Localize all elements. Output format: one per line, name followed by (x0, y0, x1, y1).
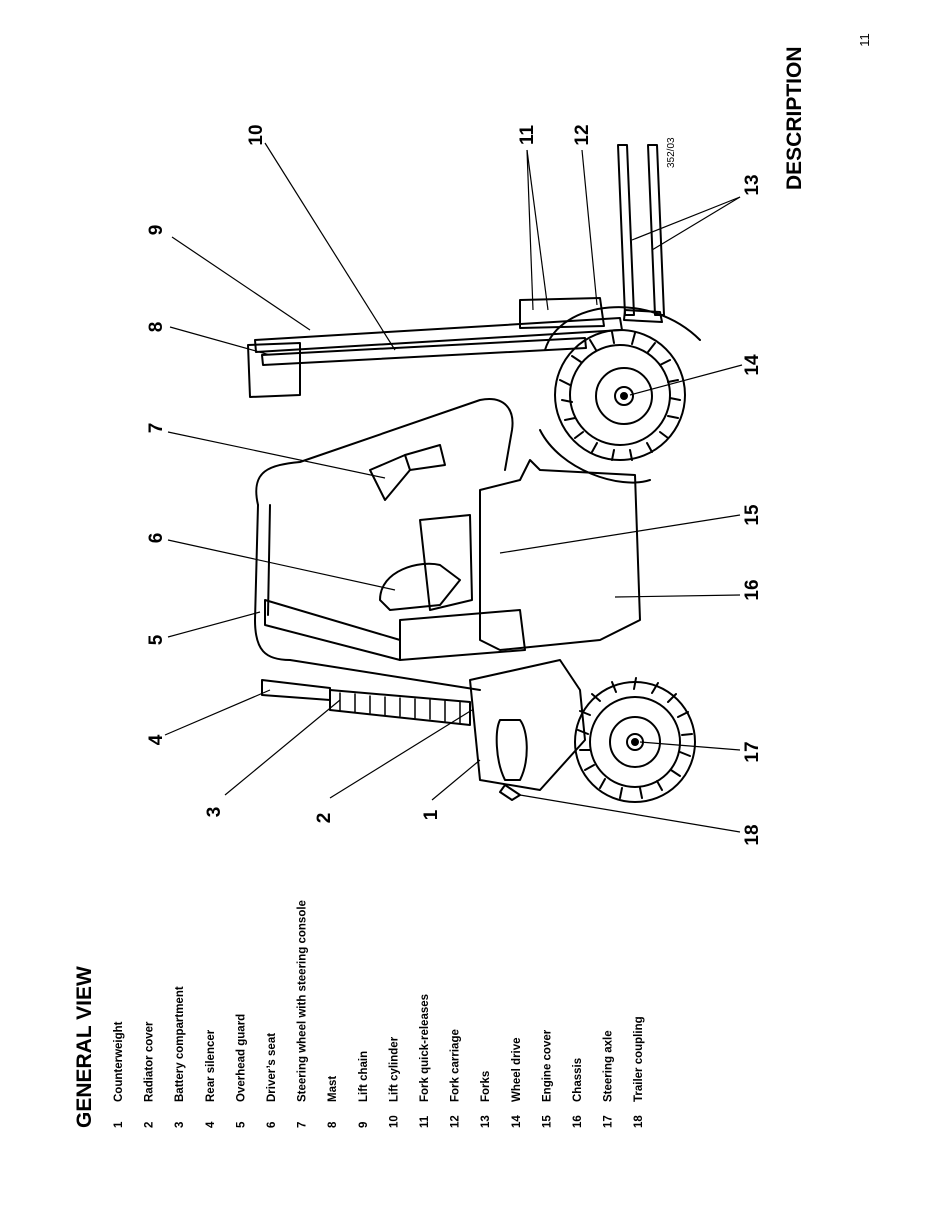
mast-top (247, 342, 301, 398)
fork-upper (617, 144, 635, 316)
callout-8: 8 (146, 322, 167, 333)
battery-grille (329, 689, 471, 726)
callout-9: 9 (146, 225, 167, 236)
callout-7: 7 (146, 423, 167, 434)
callout-4: 4 (146, 734, 167, 745)
callout-17: 17 (742, 741, 763, 762)
callout-6: 6 (146, 533, 167, 544)
callouts: 1 2 3 4 5 6 7 8 9 10 11 12 13 14 15 16 1… (146, 124, 763, 845)
callout-2: 2 (314, 813, 335, 824)
counterweight-shape (469, 659, 586, 791)
mast-shape (254, 317, 623, 353)
drive-wheel-tyre (554, 329, 686, 461)
callout-1: 1 (421, 809, 442, 820)
callout-18: 18 (742, 824, 763, 845)
callout-11: 11 (517, 125, 538, 146)
seat-shape (379, 562, 461, 611)
leader-lines (164, 142, 743, 833)
callout-5: 5 (146, 634, 167, 645)
callout-10: 10 (246, 124, 267, 145)
callout-3: 3 (204, 807, 225, 818)
callout-13: 13 (742, 174, 763, 195)
callout-14: 14 (742, 354, 763, 376)
figure-code: 352/03 (666, 137, 677, 168)
fork-lower (647, 144, 665, 316)
rear-silencer-shape (261, 679, 331, 701)
body-shape (479, 459, 641, 651)
callout-15: 15 (742, 504, 763, 526)
callout-12: 12 (572, 124, 593, 145)
fork-carriage-shape (519, 297, 605, 329)
callout-16: 16 (742, 579, 763, 600)
